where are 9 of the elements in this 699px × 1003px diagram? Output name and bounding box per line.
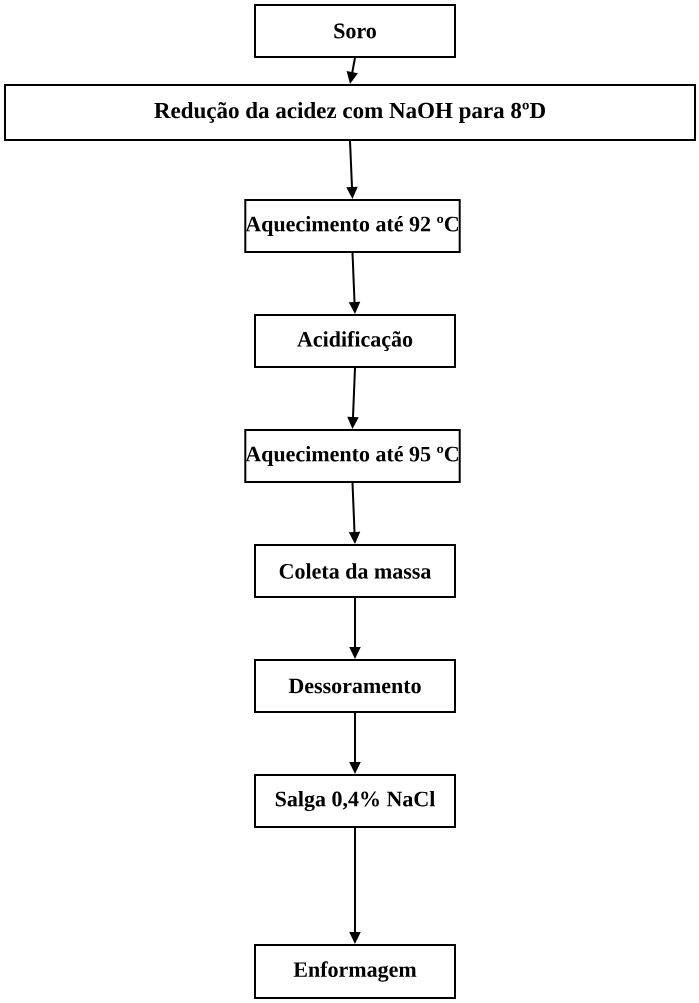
process-box: Dessoramento (254, 659, 456, 713)
process-box: Salga 0,4% NaCl (254, 774, 456, 828)
process-box: Coleta da massa (254, 544, 456, 598)
process-box: Aquecimento até 92 ºC (244, 199, 461, 253)
process-box: Aquecimento até 95 ºC (244, 429, 461, 483)
process-box: Soro (254, 4, 456, 58)
process-box: Redução da acidez com NaOH para 8ºD (4, 84, 696, 141)
process-box: Enformagem (254, 944, 456, 999)
process-box: Acidificação (254, 314, 456, 368)
